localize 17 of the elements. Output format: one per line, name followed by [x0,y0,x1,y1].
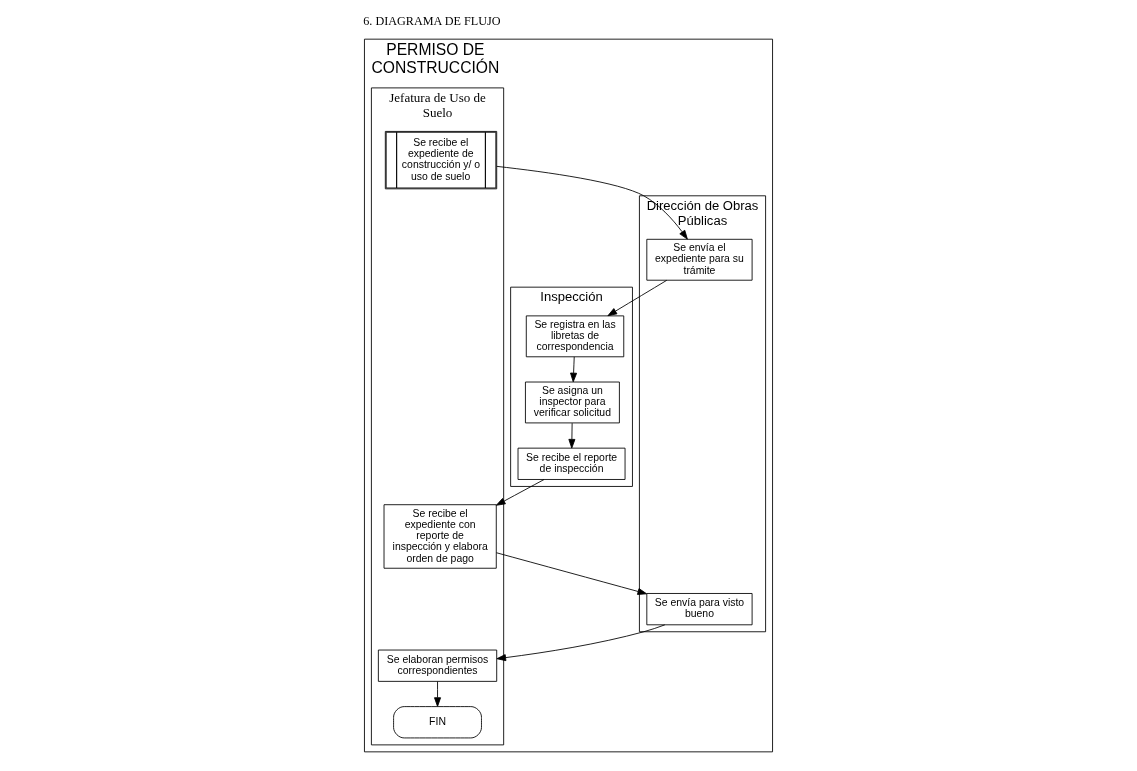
arrow [496,624,666,662]
node-box: Se recibe el reporte de inspección [517,447,626,480]
node-box: Se registra en las libretas de correspondencia [525,315,625,358]
arrow [495,479,545,506]
diagram-title: 6. DIAGRAMA DE FLUJO [363,14,501,29]
node-box: Se recibe el expediente con reporte de inspección y elabora orden de pago [383,504,497,569]
node-box: Se asigna un inspector para verificar solicitud [525,381,620,424]
arrow [495,552,648,595]
arrow [570,356,578,383]
arrow [607,279,668,317]
node-box: FIN [393,706,482,739]
arrow [434,681,441,707]
node-box: Se envía para visto bueno [646,593,753,626]
arrow [496,165,688,240]
arrow [568,422,576,449]
node-box: Se envía el expediente para su trámite [646,238,753,281]
node-box: Se elaboran permisos correspondientes [377,649,498,682]
